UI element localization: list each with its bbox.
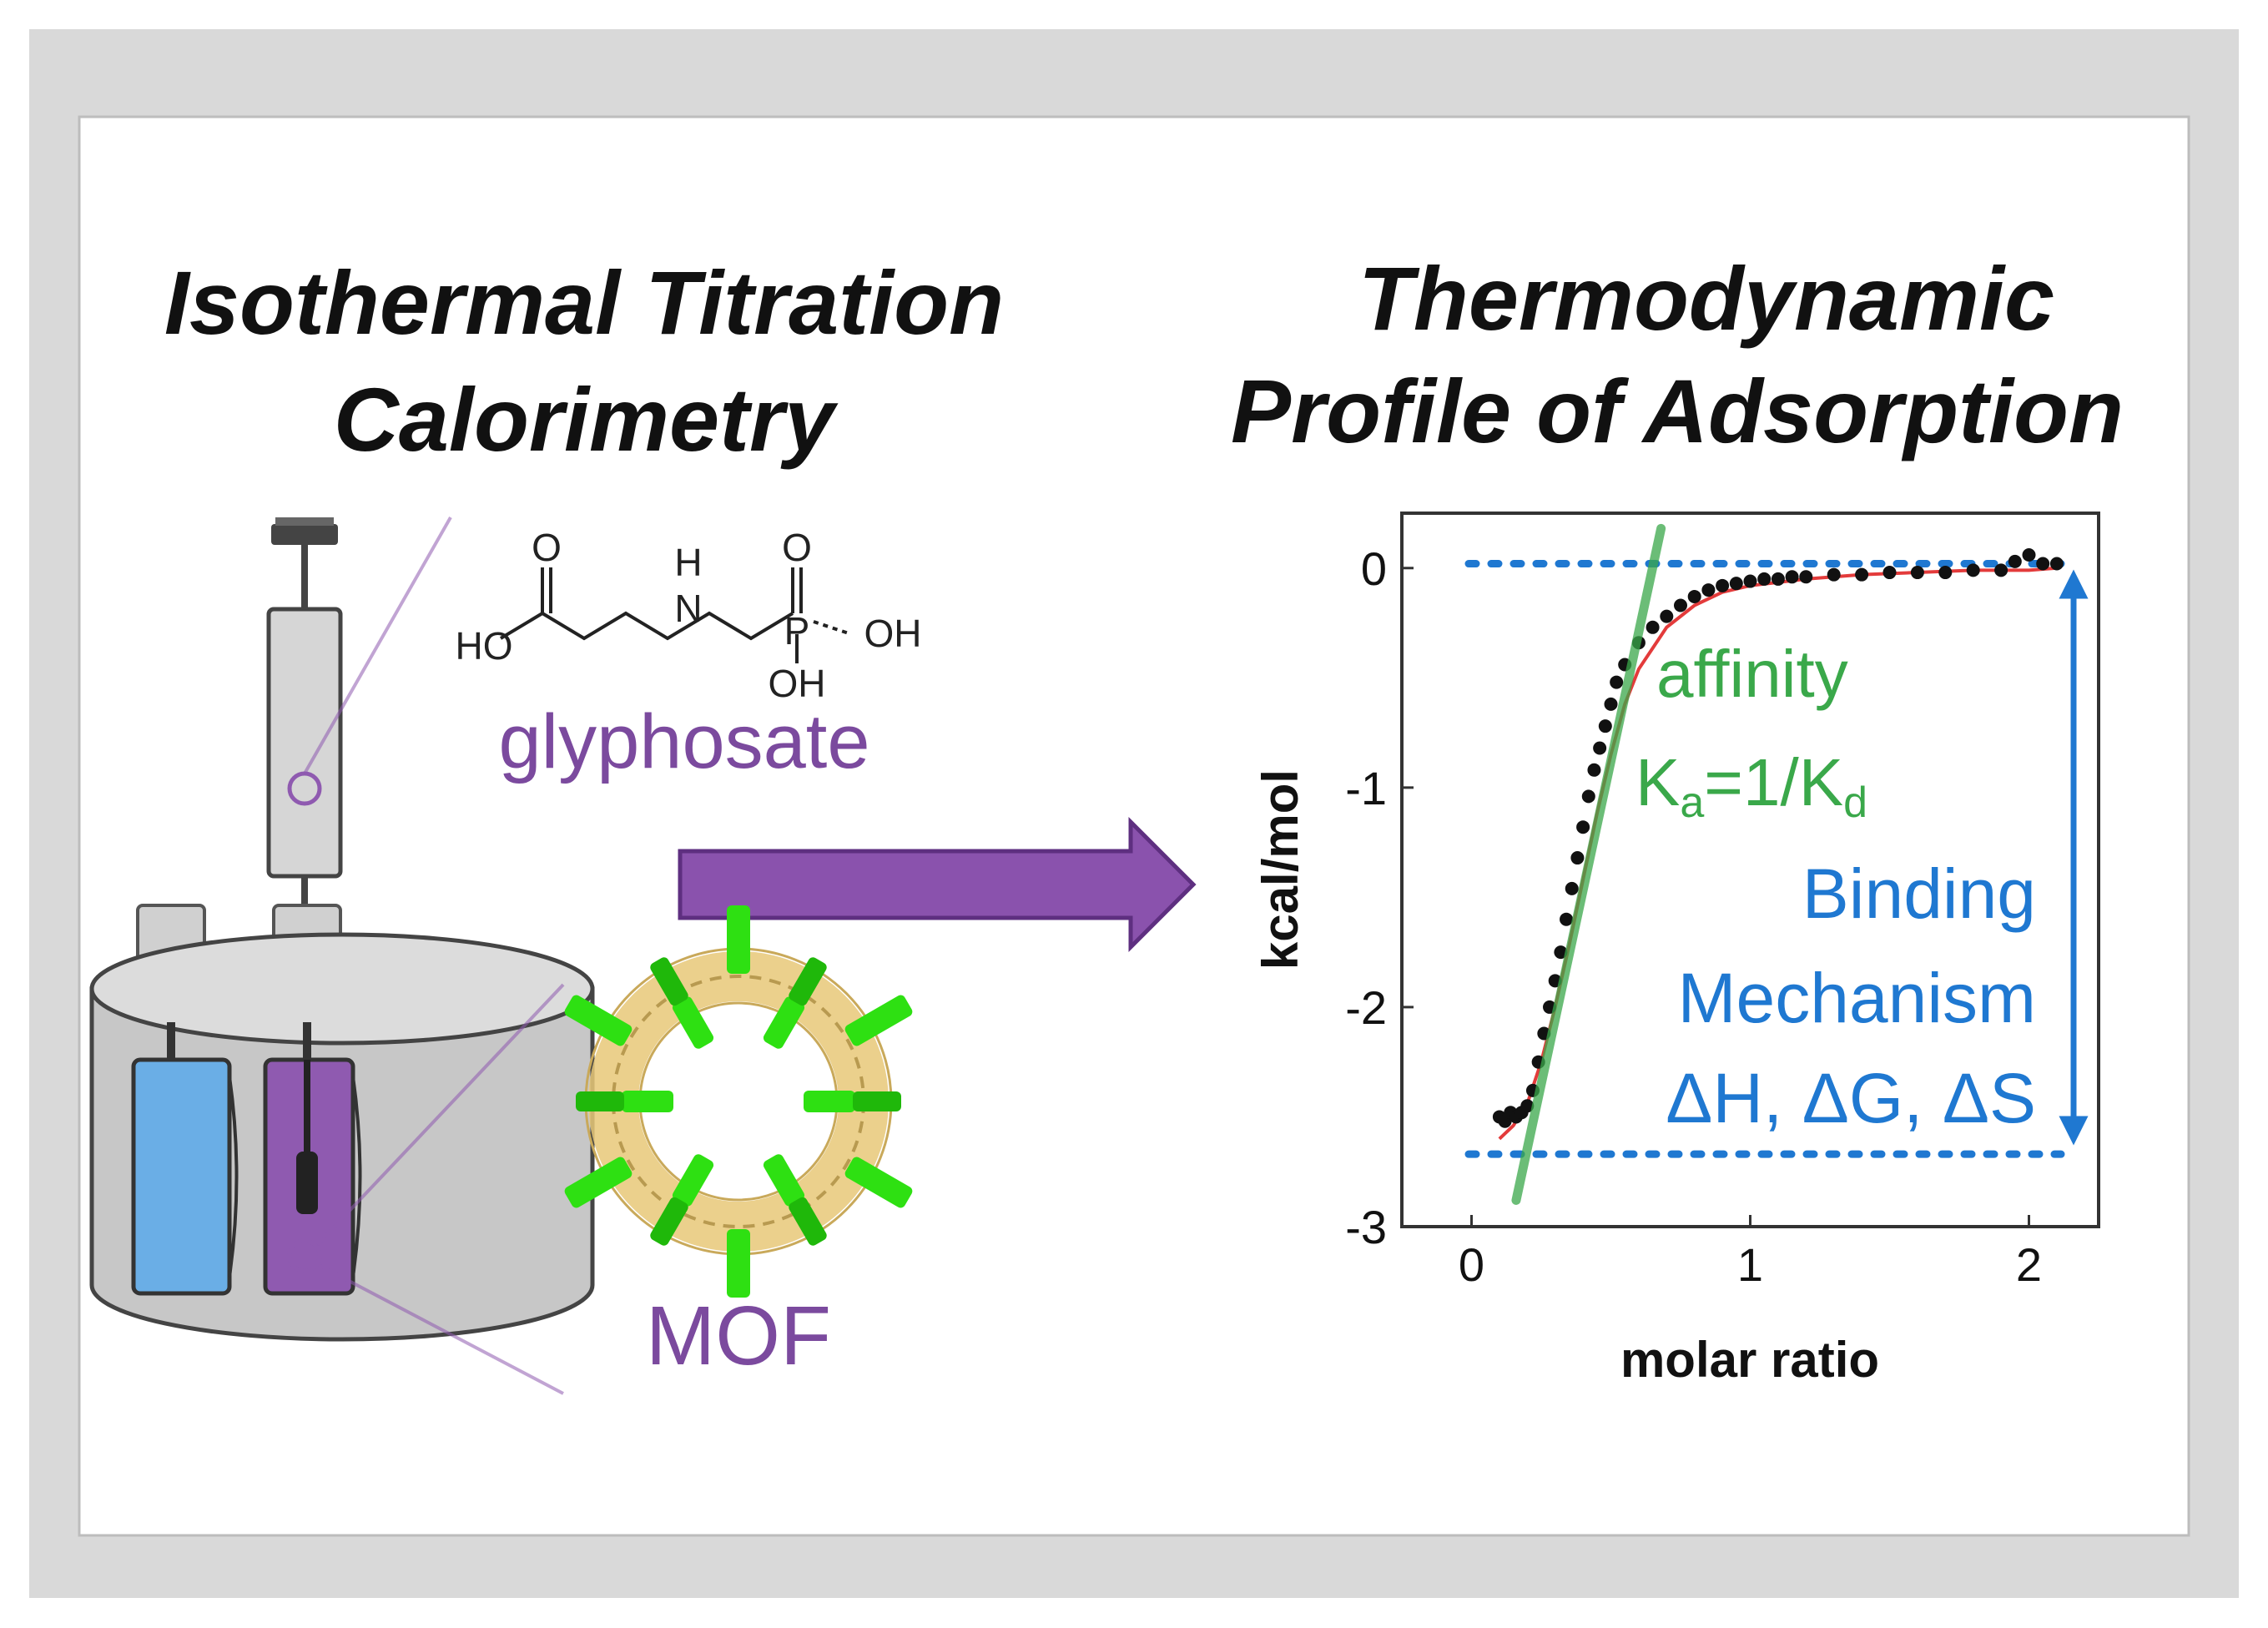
data-point: [1560, 912, 1574, 926]
data-point: [1994, 563, 2008, 577]
thermo-params-label: ΔH, ΔG, ΔS: [1666, 1059, 2036, 1137]
atom-n: N: [674, 587, 702, 630]
mof-linker: [564, 995, 633, 1046]
data-point: [1716, 578, 1730, 592]
syringe-barrel: [266, 607, 343, 879]
affinity-slope-line: [1511, 523, 1666, 1205]
mof-linker: [844, 995, 913, 1046]
data-point: [1827, 567, 1841, 582]
ka-kd-label: Ka=1/Kd: [1635, 745, 1867, 827]
glyphosate-structure: [499, 567, 852, 663]
calorimeter-top: [89, 932, 595, 1046]
mof-linker: [727, 1229, 750, 1298]
mof-linker: [672, 996, 714, 1049]
data-point: [1598, 719, 1612, 733]
data-point: [1554, 945, 1568, 960]
syringe-knob: [271, 524, 338, 545]
atom-o-carbonyl: O: [532, 526, 562, 569]
data-point: [1674, 598, 1687, 612]
data-point: [1799, 570, 1813, 584]
mof-linker: [844, 1157, 913, 1208]
data-point: [1604, 697, 1618, 711]
reference-cell: [131, 1057, 232, 1296]
data-point: [1593, 741, 1607, 755]
mof-linker: [727, 905, 750, 974]
data-point: [1966, 563, 1980, 577]
data-point: [1855, 567, 1869, 582]
stirrer-paddle: [296, 1152, 318, 1214]
x-tick-label: 2: [2016, 1238, 2042, 1291]
itc-chart: 0 1 2 0 -1 -2 -3 molar ratio kcal/mol affinit…: [1252, 512, 2100, 1388]
atom-p: P: [784, 609, 810, 653]
process-arrow: [678, 816, 1197, 953]
data-point: [1646, 620, 1660, 634]
data-point: [1520, 1099, 1535, 1113]
atom-o-phosphoryl: O: [782, 526, 812, 569]
y-tick-label: -3: [1345, 1201, 1387, 1253]
data-point: [1687, 589, 1701, 603]
y-tick-label: -1: [1345, 762, 1387, 814]
mof-linker: [650, 957, 688, 1006]
data-point: [1771, 572, 1785, 586]
data-point: [2036, 557, 2050, 571]
mof-linker: [789, 1197, 827, 1246]
data-point: [1587, 763, 1601, 777]
y-tick-label: 0: [1361, 542, 1387, 595]
mof-linker: [804, 1091, 855, 1112]
x-axis-label: molar ratio: [1620, 1332, 1879, 1388]
data-point: [1882, 566, 1897, 580]
right-title-line-1: Thermodynamic: [1358, 248, 2054, 349]
data-point: [1570, 851, 1585, 865]
mof-linker: [576, 1091, 624, 1111]
left-title-line-2: Calorimetry: [334, 369, 839, 470]
glyphosate-label: glyphosate: [499, 699, 870, 784]
glyphosate-atoms: O HO H N O P OH OH: [456, 526, 922, 705]
data-point: [1581, 789, 1595, 804]
data-point: [1660, 609, 1674, 623]
binding-label: Binding: [1802, 854, 2036, 933]
data-point: [1757, 572, 1772, 586]
mechanism-label: Mechanism: [1678, 959, 2036, 1037]
data-point: [2008, 554, 2022, 568]
mof-linker: [763, 996, 805, 1049]
data-point: [1938, 566, 1953, 580]
x-tick-label: 0: [1459, 1238, 1484, 1291]
mof-linker: [650, 1197, 688, 1246]
atom-oh-bottom: OH: [769, 662, 826, 705]
mof-linker: [564, 1157, 633, 1208]
cell-callout-circle: [287, 1238, 322, 1273]
atom-oh-right: OH: [864, 612, 922, 655]
data-point: [1743, 574, 1757, 588]
data-point: [1576, 820, 1590, 834]
data-point: [1910, 566, 1924, 580]
mof-linker: [853, 1091, 901, 1111]
data-point: [2049, 557, 2064, 571]
itc-instrument: [89, 517, 595, 1342]
data-point: [1785, 570, 1799, 584]
affinity-label: affinity: [1656, 637, 1848, 711]
atom-h: H: [674, 541, 702, 584]
mof-linker: [622, 1091, 673, 1112]
y-tick-label: -2: [1345, 981, 1387, 1034]
data-point: [2022, 547, 2036, 562]
x-tick-label: 1: [1737, 1238, 1763, 1291]
data-point: [1610, 675, 1624, 689]
data-point: [1729, 577, 1743, 591]
mof-structure: [564, 905, 913, 1298]
mof-linker: [672, 1154, 714, 1207]
mof-label: MOF: [646, 1289, 831, 1383]
callout-lines: [287, 517, 968, 1395]
left-title-line-1: Isothermal Titration: [164, 252, 1004, 353]
right-title-line-2: Profile of Adsorption: [1231, 360, 2124, 461]
data-point: [1701, 583, 1716, 597]
mof-linker: [789, 957, 827, 1006]
data-point: [1565, 881, 1579, 895]
y-axis-label: kcal/mol: [1252, 769, 1308, 970]
atom-ho: HO: [456, 624, 513, 668]
mof-linker: [763, 1154, 805, 1207]
